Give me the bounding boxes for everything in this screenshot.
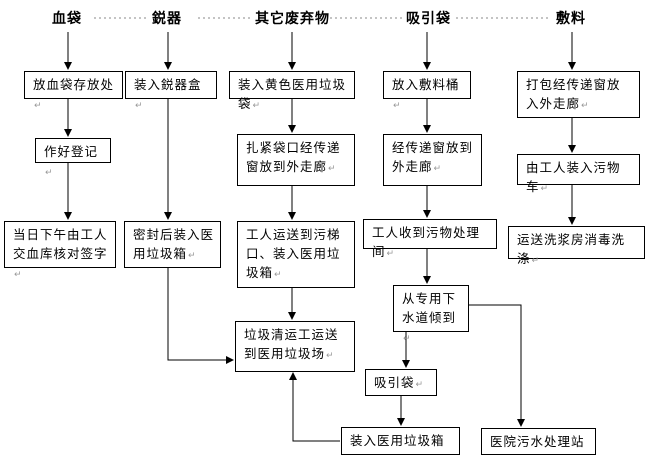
header-suction-bag: 吸引袋 (406, 11, 451, 27)
arrow-sewer-to-station (469, 304, 525, 427)
paragraph-mark: ↵ (274, 270, 283, 280)
paragraph-mark: ↵ (188, 251, 197, 261)
paragraph-mark: ↵ (14, 270, 23, 280)
node-text: 放入敷料桶 (392, 77, 460, 92)
header-dressing: 敷料 (556, 11, 586, 27)
paragraph-mark: ↵ (45, 168, 54, 178)
node-text: 吸引袋 (374, 375, 415, 390)
node-pour-sewer: 从专用下水道倾到 ↵ (393, 285, 469, 344)
paragraph-mark: ↵ (135, 101, 144, 111)
paragraph-mark: ↵ (540, 184, 550, 194)
paragraph-mark: ↵ (581, 101, 590, 111)
paragraph-mark: ↵ (34, 101, 43, 111)
arrow-sharps-to-waste-site (167, 268, 234, 364)
node-text: 由工人装入污物车 (526, 160, 621, 194)
node-text: 当日下午由工人交血库核对签字 (13, 227, 108, 261)
node-text: 经传递窗放到外走廊 (392, 140, 474, 174)
node-text: 装入黄色医用垃圾袋 (238, 77, 347, 111)
node-text: 工人运送到污梯口、装入医用垃圾箱 (246, 227, 341, 280)
paragraph-mark: ↵ (433, 164, 443, 174)
paragraph-mark: ↵ (531, 256, 541, 266)
node-seal-medical-bin: 密封后装入医用垃圾箱↵ (124, 221, 221, 268)
node-store-blood-bag: 放血袋存放处 ↵ (24, 71, 123, 111)
node-to-medical-waste-site: 垃圾清运工运送到医用垃圾场↵ (235, 321, 355, 372)
header-other-waste: 其它废弃物 (255, 11, 330, 27)
node-text: 打包经传递窗放入外走廊 (526, 77, 621, 111)
node-tie-bag-window: 扎紧袋口经传递窗放到外走廊↵ (237, 134, 355, 186)
node-via-window-corridor: 经传递窗放到外走廊↵ (383, 134, 482, 186)
paragraph-mark: ↵ (415, 380, 425, 390)
node-text: 作好登记 (44, 144, 99, 159)
paragraph-mark: ↵ (386, 249, 396, 259)
paragraph-mark: ↵ (326, 351, 335, 361)
arrow-bin-to-waste-site (289, 372, 340, 442)
node-text: 医院污水处理站 (490, 434, 585, 449)
node-make-record: 作好登记 ↵ (35, 138, 111, 178)
paragraph-mark: ↵ (403, 334, 412, 344)
paragraph-mark: ↵ (328, 164, 337, 174)
node-into-dressing-bucket: 放入敷料桶 ↵ (383, 71, 471, 111)
node-text: 装入医用垃圾箱 (350, 433, 445, 448)
node-suction-bag: 吸引袋↵ (365, 369, 437, 396)
node-laundry-disinfect: 运送洗浆房消毒洗涤↵ (508, 226, 645, 266)
header-blood-bag: 血袋 (52, 11, 82, 27)
paragraph-mark: ↵ (252, 101, 262, 111)
node-worker-waste-cart: 由工人装入污物车↵ (517, 154, 640, 194)
node-afternoon-blood-bank: 当日下午由工人交血库核对签字 ↵ (4, 221, 116, 280)
header-sharps: 鋭器 (152, 11, 182, 27)
node-text: 放血袋存放处 (33, 77, 115, 92)
node-text: 密封后装入医用垃圾箱 (133, 227, 215, 261)
node-into-sharps-box: 装入鋭器盒 ↵ (125, 71, 217, 111)
node-text: 装入鋭器盒 (134, 77, 202, 92)
node-pack-window-corridor: 打包经传递窗放入外走廊↵ (517, 71, 640, 118)
node-text: 扎紧袋口经传递窗放到外走廊 (246, 140, 341, 174)
node-into-medical-bin: 装入医用垃圾箱↵ (341, 427, 460, 458)
node-worker-to-waste-room: 工人收到污物处理间↵ (363, 219, 497, 259)
node-yellow-waste-bag: 装入黄色医用垃圾袋↵ (229, 71, 355, 111)
node-text: 工人收到污物处理间 (372, 225, 481, 259)
node-text: 从专用下水道倾到 (402, 291, 457, 325)
node-text: 运送洗浆房消毒洗涤 (517, 232, 626, 266)
paragraph-mark: ↵ (393, 101, 402, 111)
node-text: 垃圾清运工运送到医用垃圾场 (244, 327, 339, 361)
node-worker-transport: 工人运送到污梯口、装入医用垃圾箱↵ (237, 221, 355, 288)
node-hospital-sewage-station: 医院污水处理站↵ (481, 428, 596, 455)
